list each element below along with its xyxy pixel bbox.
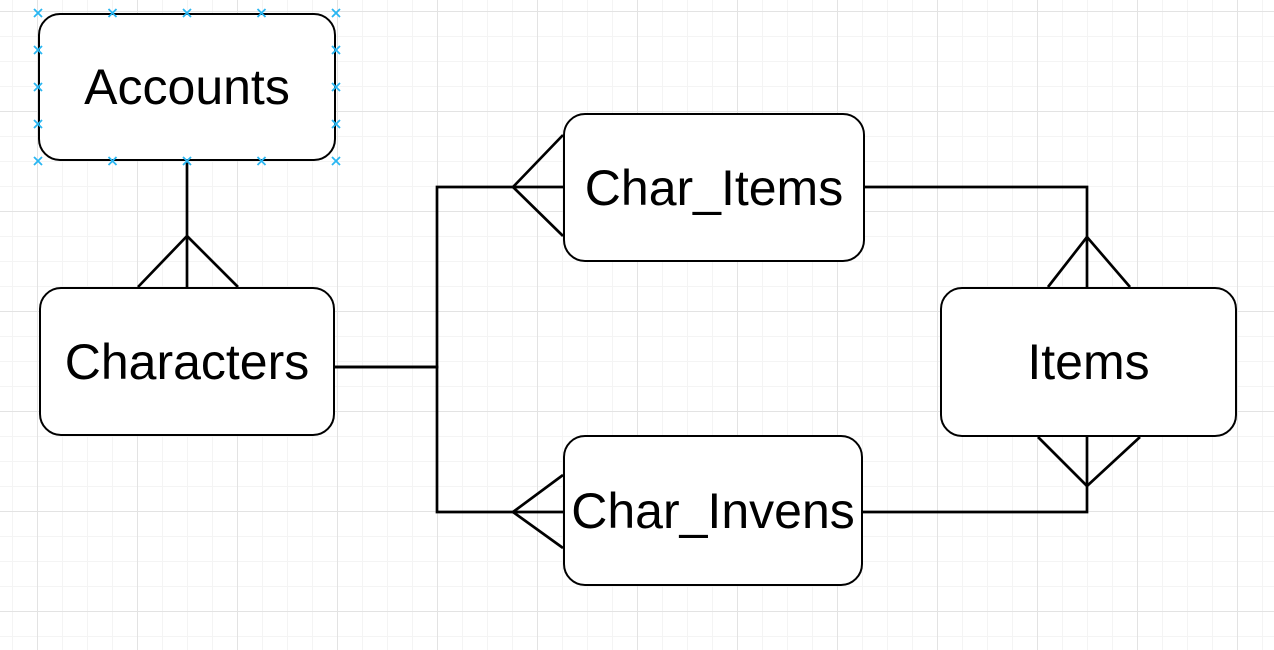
selection-handle-icon[interactable]	[331, 156, 341, 166]
node-char-items[interactable]: Char_Items	[563, 113, 865, 262]
edge-accounts-characters[interactable]	[137, 161, 239, 288]
node-char-items-label: Char_Items	[584, 159, 844, 216]
node-accounts[interactable]: Accounts	[38, 13, 336, 161]
edge-characters-char-invens[interactable]	[335, 365, 564, 550]
crows-foot-icon	[1046, 236, 1132, 288]
selection-handle-icon[interactable]	[33, 156, 43, 166]
node-accounts-label: Accounts	[84, 59, 290, 115]
node-characters-label: Characters	[64, 333, 310, 390]
node-char-invens[interactable]: Char_Invens	[563, 435, 863, 586]
crows-foot-icon	[1037, 436, 1141, 487]
edge-char-items-items[interactable]	[865, 185, 1132, 288]
node-char-invens-label: Char_Invens	[571, 482, 855, 539]
node-characters[interactable]: Characters	[39, 287, 335, 436]
node-items[interactable]: Items	[940, 287, 1237, 437]
crows-foot-icon	[137, 235, 239, 288]
selection-handle-icon[interactable]	[331, 8, 341, 18]
edge-char-invens-items[interactable]	[863, 436, 1141, 514]
selection-handle-icon[interactable]	[33, 8, 43, 18]
crows-foot-icon	[512, 134, 564, 237]
crows-foot-icon	[512, 473, 564, 550]
node-items-label: Items	[1027, 334, 1150, 390]
edge-characters-char-items[interactable]	[335, 134, 564, 369]
